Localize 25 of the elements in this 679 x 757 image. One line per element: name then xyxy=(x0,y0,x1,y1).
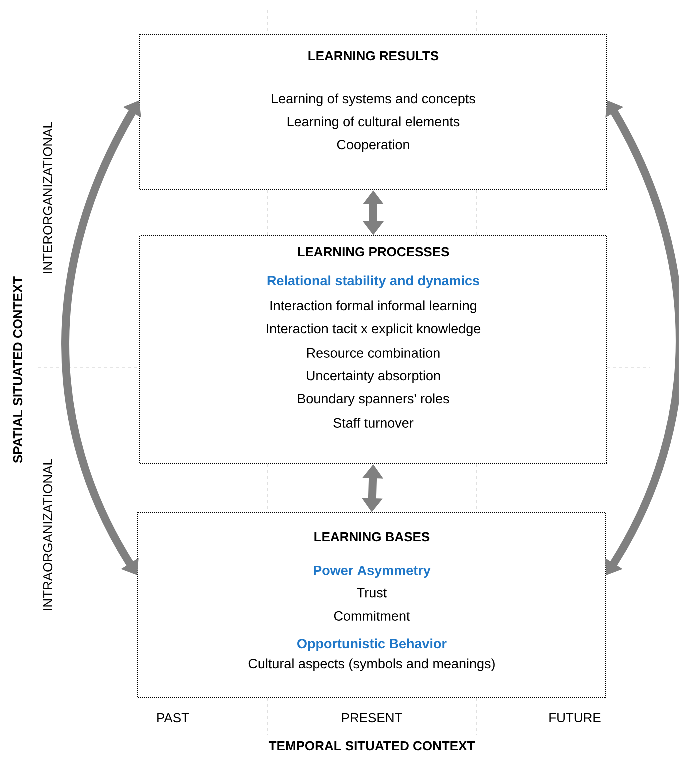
axis-label: FUTURE xyxy=(550,713,601,723)
axis-title: SPATIAL SITUATED CONTEXT xyxy=(13,276,23,464)
axis-label: PAST xyxy=(158,713,190,723)
list-item: Commitment xyxy=(334,611,410,621)
subheading: Opportunistic Behavior xyxy=(298,638,447,652)
list-item: Resource combination xyxy=(307,348,440,358)
axis-title: TEMPORAL SITUATED CONTEXT xyxy=(268,741,475,751)
box-heading: LEARNING RESULTS xyxy=(308,51,439,61)
axis-label: INTRAORGANIZATIONAL xyxy=(43,458,53,610)
list-item: Interaction formal informal learning xyxy=(270,300,476,314)
list-item: Cultural aspects (symbols and meanings) xyxy=(248,658,495,672)
list-item: Cooperation xyxy=(337,140,410,152)
subheading: Relational stability and dynamics xyxy=(268,276,480,288)
list-item: Interaction tacit x explicit knowledge xyxy=(267,324,481,336)
box-heading: LEARNING BASES xyxy=(314,532,430,542)
list-item: Learning of cultural elements xyxy=(288,116,460,130)
axis-label: INTERORGANIZATIONAL xyxy=(43,122,53,274)
list-item: Trust xyxy=(357,588,388,598)
box-heading: LEARNING PROCESSES xyxy=(298,247,450,257)
list-item: Learning of systems and concepts xyxy=(272,94,476,106)
list-item: Uncertainty absorption xyxy=(307,370,440,384)
axis-label: PRESENT xyxy=(342,713,402,723)
list-item: Boundary spanners' roles xyxy=(298,394,450,406)
list-item: Staff turnover xyxy=(334,418,414,428)
subheading: Power Asymmetry xyxy=(314,566,431,578)
